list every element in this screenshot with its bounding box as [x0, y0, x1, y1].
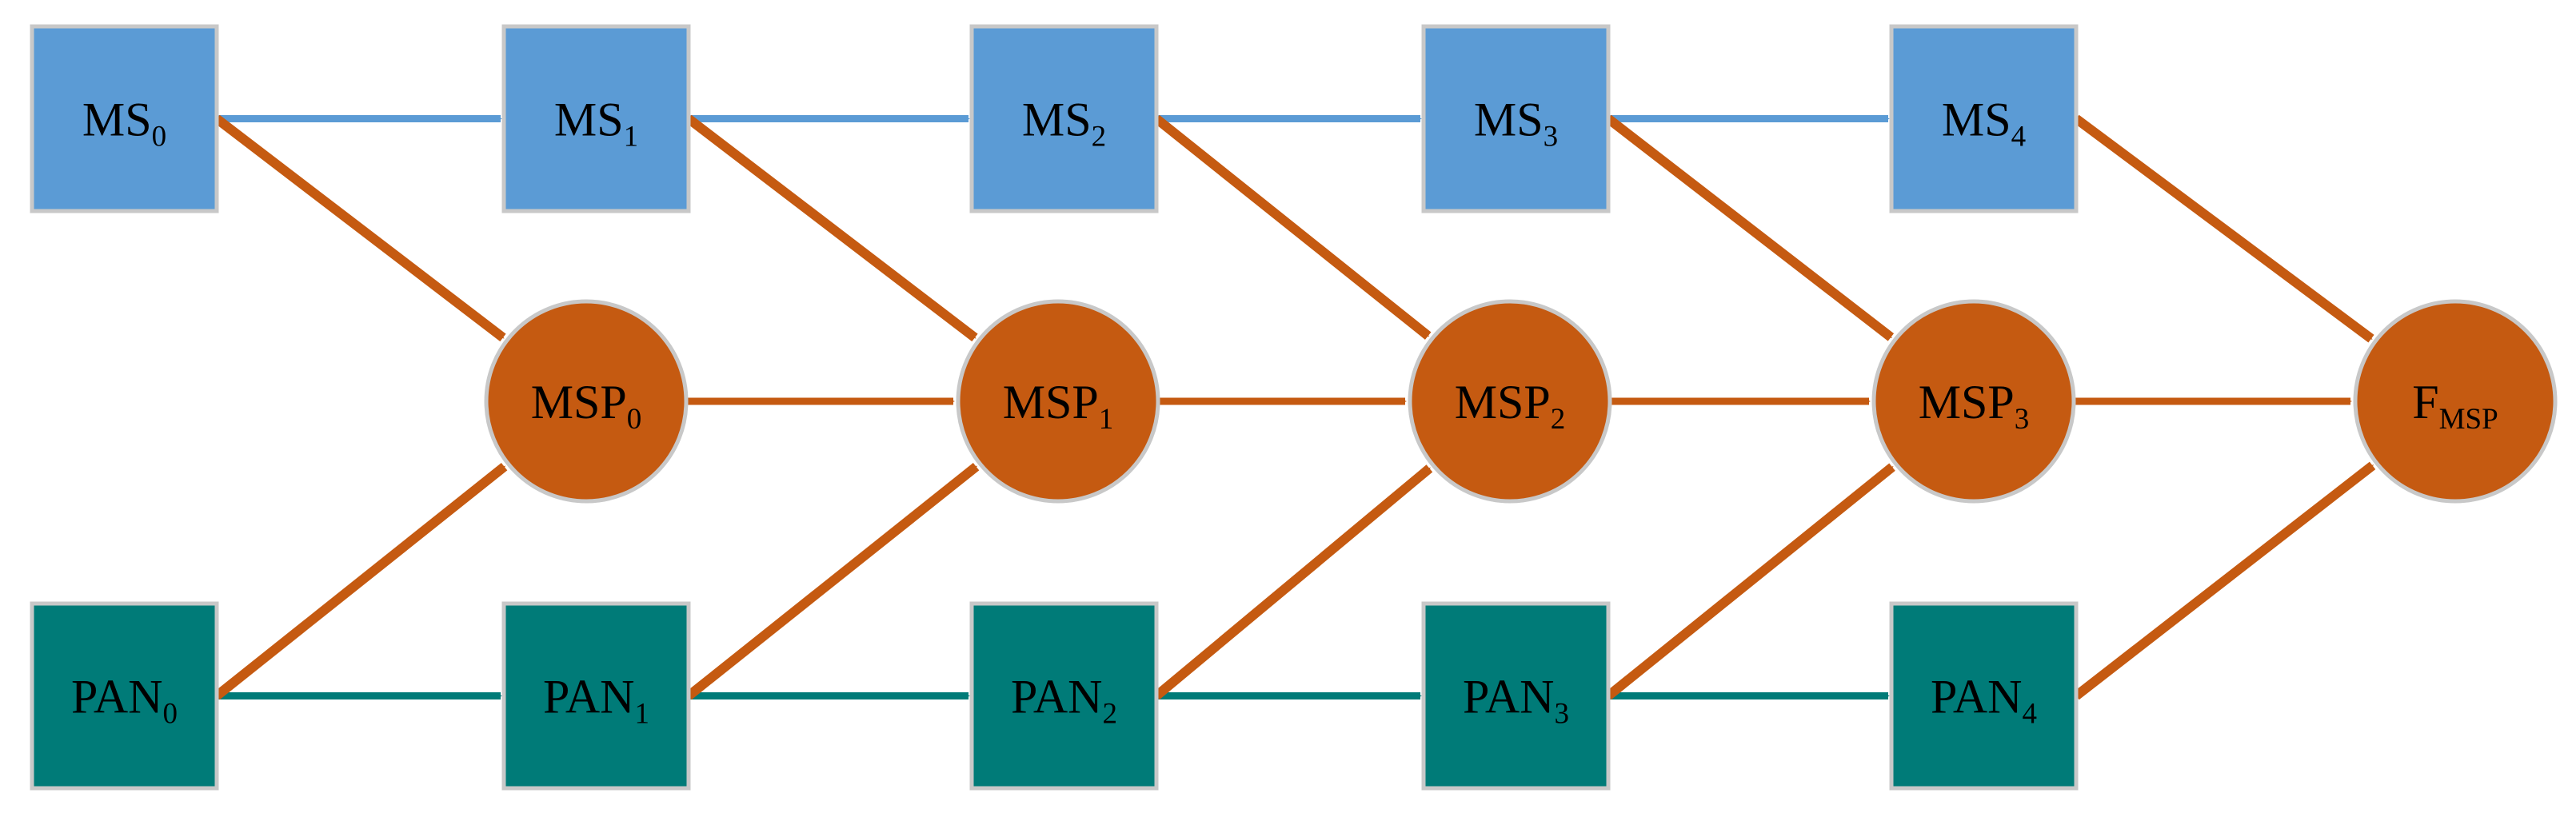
ms2-node-label: MS2 — [1022, 94, 1106, 153]
msp0-node-label-base: MSP — [531, 376, 627, 428]
msp0-node-label-subscript: 0 — [627, 403, 642, 436]
ms0-node-label: MS0 — [82, 94, 166, 153]
pan3-node-label: PAN3 — [1463, 671, 1569, 731]
msp1-node — [956, 299, 1160, 504]
edge-pan3-to-msp3 — [1605, 463, 1895, 700]
ms2-node-label-subscript: 2 — [1092, 121, 1107, 153]
ms4-node-label-subscript: 4 — [2011, 121, 2027, 153]
msp3-node-label-base: MSP — [1919, 376, 2015, 428]
msp1-node-label-subscript: 1 — [1099, 403, 1114, 436]
msp3-node-label-subscript: 3 — [2015, 403, 2030, 436]
edge-ms1-to-msp1 — [685, 114, 978, 342]
ms0-node — [30, 24, 219, 213]
pan1-node — [501, 601, 691, 791]
pan0-node — [30, 601, 219, 791]
edge-ms2-to-msp2 — [1153, 114, 1432, 340]
edge-pan1-to-msp1 — [685, 462, 980, 700]
msp0-node — [484, 299, 689, 504]
ms2-node — [969, 24, 1159, 213]
pan3-node-label-subscript: 3 — [1555, 698, 1570, 731]
ms3-node-label-subscript: 3 — [1544, 121, 1559, 153]
msp1-node-label-base: MSP — [1003, 376, 1099, 428]
msp1-node-label: MSP1 — [1003, 376, 1114, 436]
pan1-node-label: PAN1 — [543, 671, 649, 731]
pan2-node-label-subscript: 2 — [1103, 698, 1118, 731]
msp0-node-label: MSP0 — [531, 376, 642, 436]
ms4-node-label-base: MS — [1942, 94, 2011, 146]
pan4-node-label-base: PAN — [1931, 671, 2023, 723]
fmsp-node-label-subscript: MSP — [2439, 403, 2498, 436]
ms4-node — [1889, 24, 2079, 213]
pan4-node-label: PAN4 — [1931, 671, 2037, 731]
edge-layer — [214, 114, 2376, 700]
pan2-node-label: PAN2 — [1011, 671, 1117, 731]
pan2-node — [969, 601, 1159, 791]
msp2-node-label: MSP2 — [1455, 376, 1566, 436]
ms1-node — [501, 24, 691, 213]
pan0-node-label-base: PAN — [71, 671, 163, 723]
pan2-node-label-base: PAN — [1011, 671, 1103, 723]
pan1-node-label-base: PAN — [543, 671, 635, 723]
ms3-node — [1421, 24, 1611, 213]
msp3-node-label: MSP3 — [1919, 376, 2030, 436]
ms3-node-label-base: MS — [1474, 94, 1544, 146]
fmsp-node-label: FMSP — [2412, 376, 2498, 436]
msp3-node — [1871, 299, 2076, 504]
msp2-node-label-subscript: 2 — [1551, 403, 1566, 436]
pan0-node-label-subscript: 0 — [163, 698, 178, 731]
ms0-node-label-subscript: 0 — [152, 121, 167, 153]
pan0-node-label: PAN0 — [71, 671, 178, 731]
pan3-node-label-base: PAN — [1463, 671, 1555, 723]
ms4-node-label: MS4 — [1942, 94, 2026, 153]
ms1-node-label: MS1 — [554, 94, 638, 153]
edge-pan2-to-msp2 — [1153, 464, 1433, 700]
ms0-node-label-base: MS — [82, 94, 152, 146]
ms3-node-label: MS3 — [1474, 94, 1558, 153]
fmsp-node — [2353, 299, 2558, 504]
pan3-node — [1421, 601, 1611, 791]
edge-ms0-to-msp0 — [214, 114, 506, 342]
edge-ms4-to-fmsp — [2073, 114, 2374, 343]
ms2-node-label-base: MS — [1022, 94, 1092, 146]
msp2-node-label-base: MSP — [1455, 376, 1551, 428]
pan4-node — [1889, 601, 2079, 791]
edge-pan4-to-fmsp — [2073, 461, 2376, 700]
pan1-node-label-subscript: 1 — [635, 698, 650, 731]
ms1-node-label-subscript: 1 — [624, 121, 639, 153]
edge-ms3-to-msp3 — [1605, 114, 1895, 341]
pan4-node-label-subscript: 4 — [2023, 698, 2038, 731]
msp2-node — [1408, 299, 1612, 504]
ms1-node-label-base: MS — [554, 94, 624, 146]
fmsp-node-label-base: F — [2412, 376, 2438, 428]
edge-pan0-to-msp0 — [214, 462, 508, 700]
